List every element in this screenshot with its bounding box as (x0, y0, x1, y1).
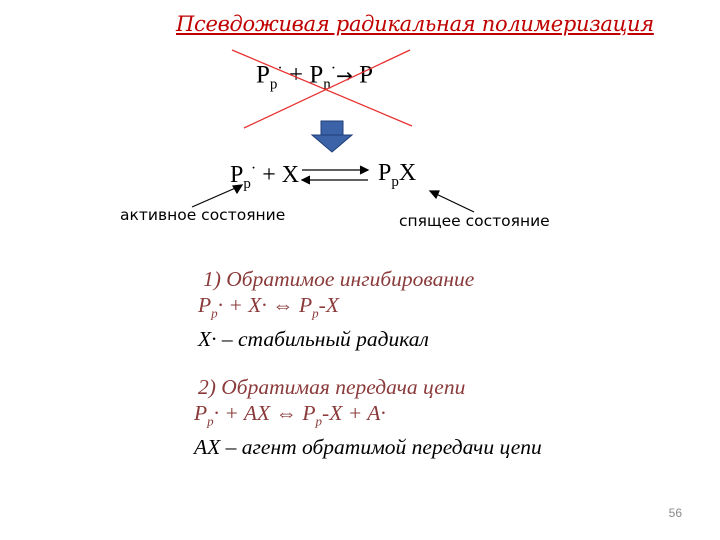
item1-eq-sub: p (211, 305, 218, 321)
item1-heading: 1) Обратимое ингибирование (203, 267, 475, 291)
eq-arrow: → (336, 63, 353, 88)
eq-sub2: n (323, 76, 331, 93)
eq-left-p: P (230, 162, 244, 188)
eq-product: P (352, 61, 373, 89)
item2-eq-sub: p (207, 413, 214, 429)
eq-dot1: · (277, 60, 283, 77)
down-arrow-icon (310, 120, 354, 153)
equilibrium-left: Pp· + X (230, 160, 299, 193)
item2-equation: Pp· + AX ⇔ Pp-X + A· (194, 400, 542, 434)
item1-equation: Pp· + X· ⇔ Pp-X (198, 292, 474, 326)
eq-left-dot: · (250, 160, 257, 177)
pointer-arrow-active-icon (191, 184, 244, 208)
eq-dot2: · (330, 60, 337, 77)
page-number: 56 (668, 506, 682, 520)
equilibrium-right: PpX (378, 160, 416, 191)
eq-plus: + (282, 61, 310, 89)
item1-eq-sub2: p (312, 305, 319, 321)
item2-heading: 2) Обратимая передача цепи (198, 375, 466, 399)
eq-sub1: p (269, 76, 278, 93)
label-dormant-state: спящее состояние (399, 212, 550, 230)
equilibrium-arrows-icon (300, 165, 370, 185)
item2-block: 2) Обратимая передача цепи Pp· + AX ⇔ Pp… (194, 374, 542, 460)
item1-block: 1) Обратимое ингибирование Pp· + X· ⇔ Pp… (198, 266, 474, 352)
eq-right-sub: p (391, 173, 399, 190)
eq-p1: P (256, 61, 270, 89)
item2-eq-sub2: p (315, 413, 323, 429)
item1-note: X· – стабильный радикал (198, 327, 429, 352)
item2-note: AX – агент обратимой передачи цепи (194, 435, 542, 460)
eq-p2: P (309, 61, 324, 89)
item1-eq-rest: · + X· ⇔ P (217, 293, 313, 317)
slide-title: Псевдоживая радикальная полимеризация (176, 12, 654, 36)
item1-eq-p: P (198, 293, 212, 317)
item2-eq-end: -X + A· (322, 401, 386, 425)
eq-right-p: P (378, 160, 392, 186)
item2-eq-rest: · + AX ⇔ P (213, 401, 316, 425)
pointer-arrow-dormant-icon (428, 190, 475, 213)
item2-eq-p: P (194, 401, 208, 425)
cross-line-2 (243, 49, 411, 129)
label-active-state: активное состояние (120, 206, 286, 224)
item1-eq-end: -X (318, 293, 339, 317)
cross-line-1 (231, 49, 413, 127)
eq-right-rest: X (398, 160, 417, 186)
eq-left-sub: p (243, 175, 251, 192)
eq-left-rest: + X (256, 162, 300, 188)
crossed-equation: Pp· + Pn·→ P (256, 60, 373, 93)
